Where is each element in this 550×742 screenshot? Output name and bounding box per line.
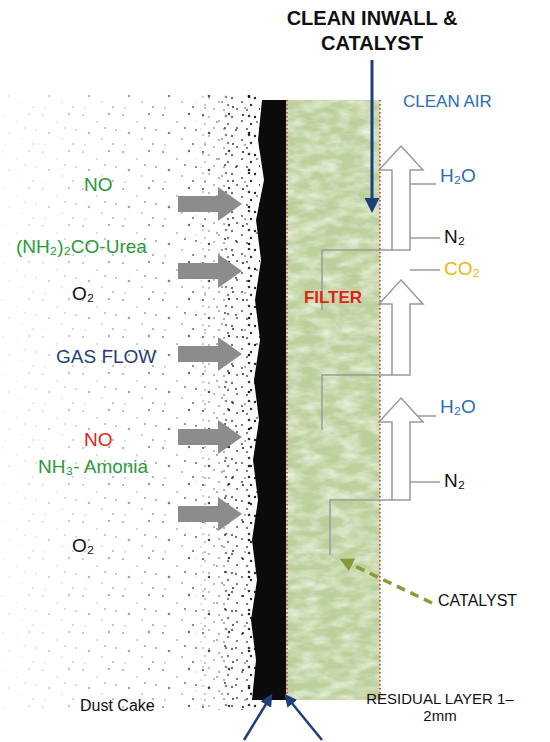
bracket-line (410, 237, 440, 239)
residual-layer-leader (286, 696, 322, 740)
gas-flow-arrows (178, 187, 242, 531)
flow-label: GAS FLOW (56, 346, 156, 368)
part-label: Dust Cake (80, 697, 155, 715)
outflow-arrow (379, 146, 423, 250)
residual-layer-line (286, 100, 288, 700)
outflow-arrow (379, 280, 423, 375)
filter-edge-line (379, 100, 381, 700)
chemical-label: H₂O (440, 396, 476, 418)
filter-label: FILTER (286, 288, 380, 308)
flow-arrow (178, 420, 242, 454)
catalyst-leader (342, 560, 432, 603)
flow-arrow (178, 254, 242, 288)
chemical-label: NO (84, 174, 113, 196)
chemical-label: (NH₂)₂CO-Urea (16, 236, 147, 258)
part-label: CATALYST (438, 592, 517, 610)
outflow-brackets (322, 184, 440, 555)
title-pointer (371, 60, 374, 210)
bracket-line (410, 481, 440, 483)
outflow-label: CLEAN AIR (403, 92, 492, 112)
bracket-line (410, 183, 436, 185)
chemical-label: NH₃- Amonia (38, 456, 148, 478)
filter-band: FILTER (286, 100, 380, 700)
chemical-label: O₂ (72, 535, 94, 557)
chemical-label: O₂ (72, 283, 94, 305)
filter-band (286, 100, 380, 700)
chemical-label: H₂O (440, 165, 476, 187)
dust-particles (190, 95, 260, 710)
outflow-arrow (379, 398, 423, 500)
dust-cake-leader (244, 696, 271, 740)
part-label: RESIDUAL LAYER 1–2mm (365, 690, 515, 725)
diagram-title: CLEAN INWALL & CATALYST (282, 6, 462, 56)
chemical-label: CO₂ (444, 258, 480, 280)
chemical-label: N₂ (444, 470, 465, 492)
clean-air-arrows (379, 146, 423, 500)
chemical-label: N₂ (444, 226, 465, 248)
bracket-line (330, 500, 392, 555)
flow-arrow (178, 187, 242, 221)
dust-particles (0, 95, 260, 710)
chemical-label: NO (84, 429, 113, 451)
bracket-line (410, 269, 440, 271)
flow-arrow (178, 337, 242, 371)
dust-cake (251, 100, 287, 700)
filter-texture (286, 100, 380, 700)
flow-arrow (178, 497, 242, 531)
